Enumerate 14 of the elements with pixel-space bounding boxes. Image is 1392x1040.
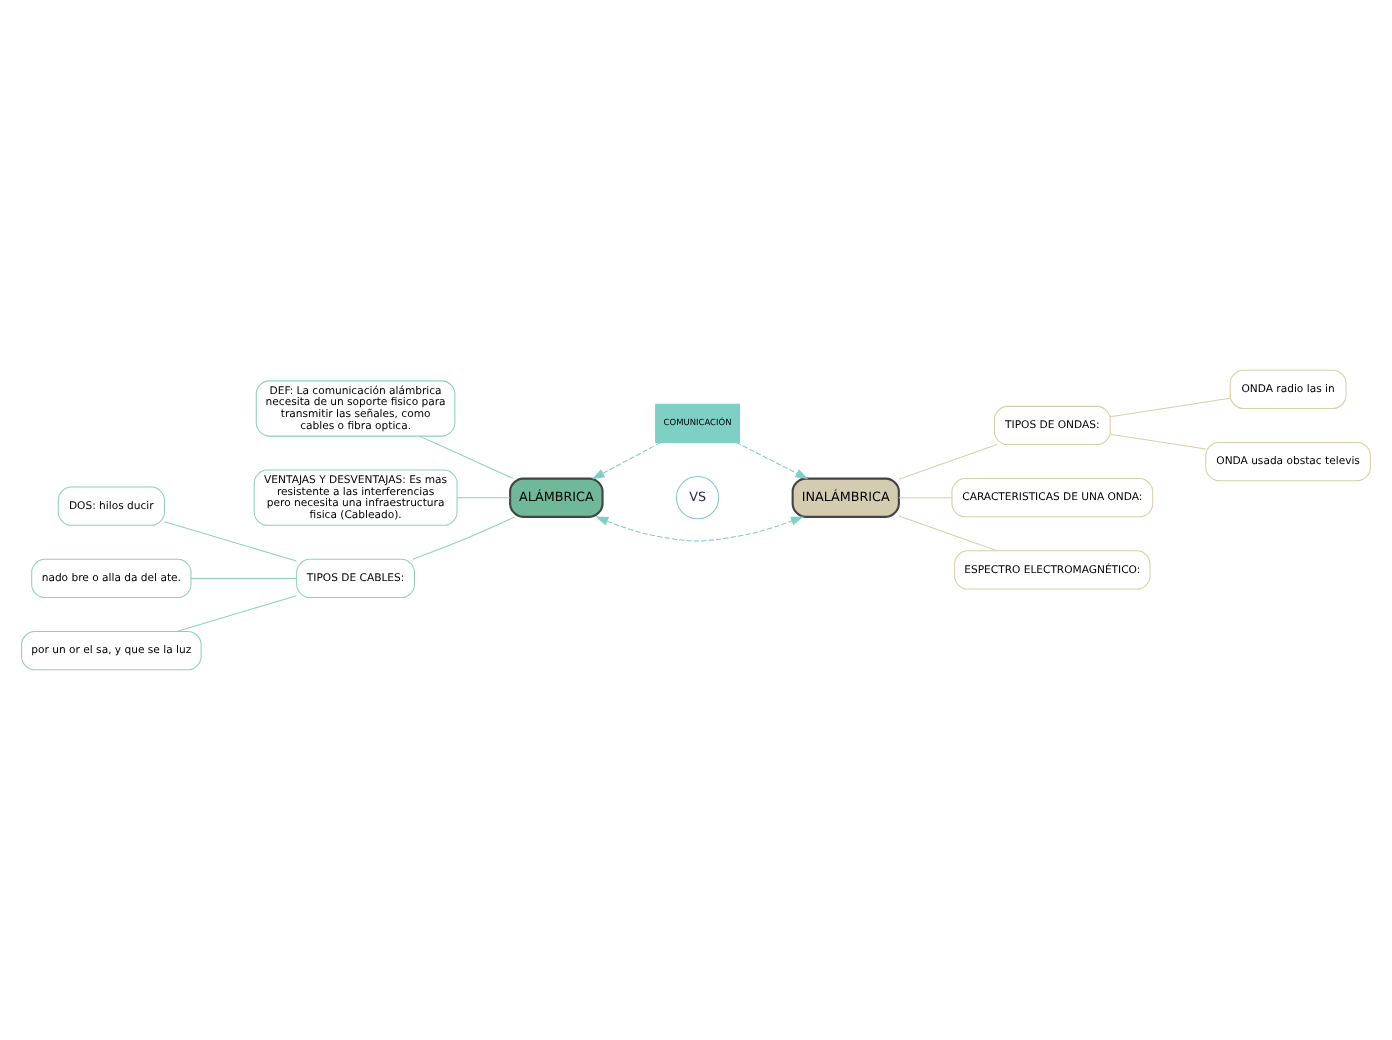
connector <box>176 595 298 632</box>
connector <box>1109 433 1207 450</box>
connector <box>898 444 998 480</box>
connector <box>898 497 953 499</box>
connector <box>164 521 297 562</box>
connector <box>190 577 298 579</box>
connector <box>412 516 516 560</box>
arrow <box>735 441 809 480</box>
arrow <box>595 516 804 542</box>
connector <box>418 435 514 480</box>
connector <box>456 497 511 499</box>
connector <box>898 515 998 552</box>
arrow <box>591 442 661 480</box>
connector <box>1109 397 1231 418</box>
